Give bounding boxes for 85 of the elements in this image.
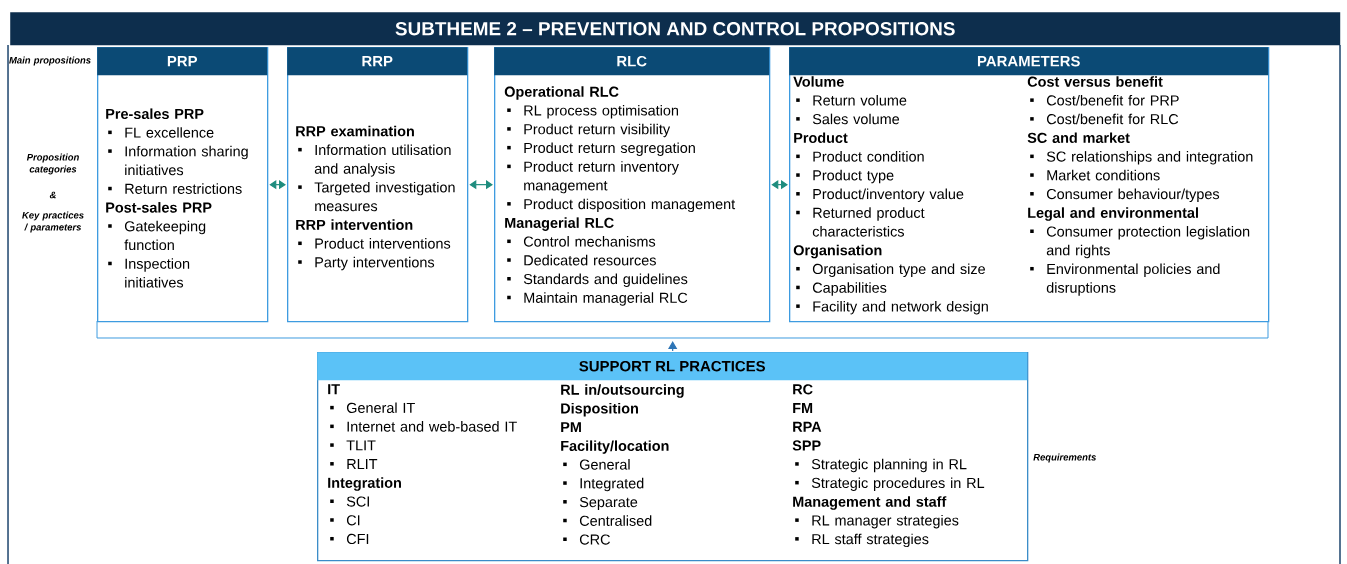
category-heading: RRP examination xyxy=(296,125,414,137)
category-heading: Integration xyxy=(328,477,401,491)
list-item: Return restrictions xyxy=(108,183,242,194)
side-label: Proposition categories xyxy=(26,153,79,175)
list-item: SCI xyxy=(330,496,369,507)
list-item: Product return visibility xyxy=(507,123,671,138)
list-item: Targeted investigation measures xyxy=(298,181,455,212)
list-item: Strategic procedures in RL xyxy=(795,477,985,491)
list-item: Returned product characteristics xyxy=(796,207,925,237)
list-item: Cost/benefit for PRP xyxy=(1030,94,1179,106)
list-item: Product return segregation xyxy=(507,142,695,156)
list-item: Product interventions xyxy=(298,238,451,249)
list-item: Consumer protection legislation and rights xyxy=(1030,226,1250,259)
category-heading: Management and staff xyxy=(793,496,947,510)
list-item: Product type xyxy=(796,169,894,184)
list-item: Inspection initiatives xyxy=(108,258,190,288)
category-heading: Product xyxy=(794,132,848,143)
list-item: Standards and guidelines xyxy=(507,273,688,287)
category-heading: FM xyxy=(793,403,813,413)
category-heading: RRP intervention xyxy=(296,219,413,230)
list-item: Product/inventory value xyxy=(796,188,964,203)
side-label: Key practices / parameters xyxy=(22,211,84,233)
list-item: Separate xyxy=(563,496,638,511)
list-item: CI xyxy=(330,515,360,526)
list-item: Environmental policies and disruptions xyxy=(1030,263,1220,296)
category-heading: PM xyxy=(561,422,581,433)
category-heading: Operational RLC xyxy=(504,86,619,100)
header-band: SUPPORT RL PRACTICES xyxy=(317,352,1028,381)
arrow xyxy=(469,180,493,190)
arrow xyxy=(771,180,788,190)
list-item: Product condition xyxy=(796,151,924,162)
list-item: RL manager strategies xyxy=(795,514,959,529)
list-item: Centralised xyxy=(563,515,652,526)
title-banner: SUBTHEME 2 – PREVENTION AND CONTROL PROPOSITIONS xyxy=(10,12,1341,46)
list-item: Product disposition management xyxy=(507,198,736,213)
list-item: Market conditions xyxy=(1030,169,1160,181)
list-item: TLIT xyxy=(330,440,376,451)
list-item: General IT xyxy=(330,402,415,413)
category-heading: Facility/location xyxy=(561,440,669,454)
list-item: RL staff strategies xyxy=(795,533,929,548)
list-item: Consumer behaviour/types xyxy=(1030,188,1220,203)
side-label: & xyxy=(49,191,56,199)
list-item: Cost/benefit for RLC xyxy=(1030,113,1179,125)
arrow xyxy=(269,180,286,190)
category-heading: RC xyxy=(793,384,813,395)
category-heading: Managerial RLC xyxy=(505,217,614,231)
category-heading: RL in/outsourcing xyxy=(561,384,684,398)
category-heading: Post-sales PRP xyxy=(106,202,212,213)
list-item: Organisation type and size xyxy=(796,263,985,277)
list-item: RLIT xyxy=(330,459,378,470)
list-item: General xyxy=(563,459,630,470)
category-heading: RPA xyxy=(793,421,822,432)
header-band: RRP xyxy=(287,47,468,76)
list-item: Return volume xyxy=(796,94,907,106)
category-heading: Organisation xyxy=(793,244,882,259)
list-item: Gatekeeping function xyxy=(108,220,206,251)
list-item: RL process optimisation xyxy=(507,105,678,119)
list-item: SC relationships and integration xyxy=(1030,151,1253,165)
list-item: Capabilities xyxy=(796,282,887,296)
header-band: RLC xyxy=(494,47,770,76)
category-heading: Pre-sales PRP xyxy=(106,108,204,119)
header-band: PRP xyxy=(97,47,268,76)
list-item: CRC xyxy=(563,534,610,545)
category-heading: Volume xyxy=(793,76,844,87)
list-item: Integrated xyxy=(563,477,644,492)
list-item: Information utilisation and analysis xyxy=(298,144,451,177)
list-item: Party interventions xyxy=(298,256,435,271)
list-item: FL excellence xyxy=(108,127,214,138)
header-band: PARAMETERS xyxy=(789,47,1269,76)
category-heading: SPP xyxy=(792,440,821,451)
category-heading: Legal and environmental xyxy=(1028,207,1198,221)
list-item: Strategic planning in RL xyxy=(795,458,967,473)
list-item: Control mechanisms xyxy=(507,236,656,247)
list-item: Information sharing initiatives xyxy=(108,145,248,176)
category-heading: IT xyxy=(328,384,340,395)
list-item: Sales volume xyxy=(796,113,900,125)
list-item: Dedicated resources xyxy=(507,254,656,266)
category-heading: SC and market xyxy=(1027,132,1130,143)
list-item: Internet and web-based IT xyxy=(330,421,517,432)
list-item: Maintain managerial RLC xyxy=(507,292,688,306)
list-item: CFI xyxy=(330,533,369,545)
category-heading: Cost versus benefit xyxy=(1027,76,1163,87)
list-item: Product return inventory management xyxy=(507,161,679,194)
category-heading: Disposition xyxy=(561,402,638,417)
list-item: Facility and network design xyxy=(796,300,988,315)
